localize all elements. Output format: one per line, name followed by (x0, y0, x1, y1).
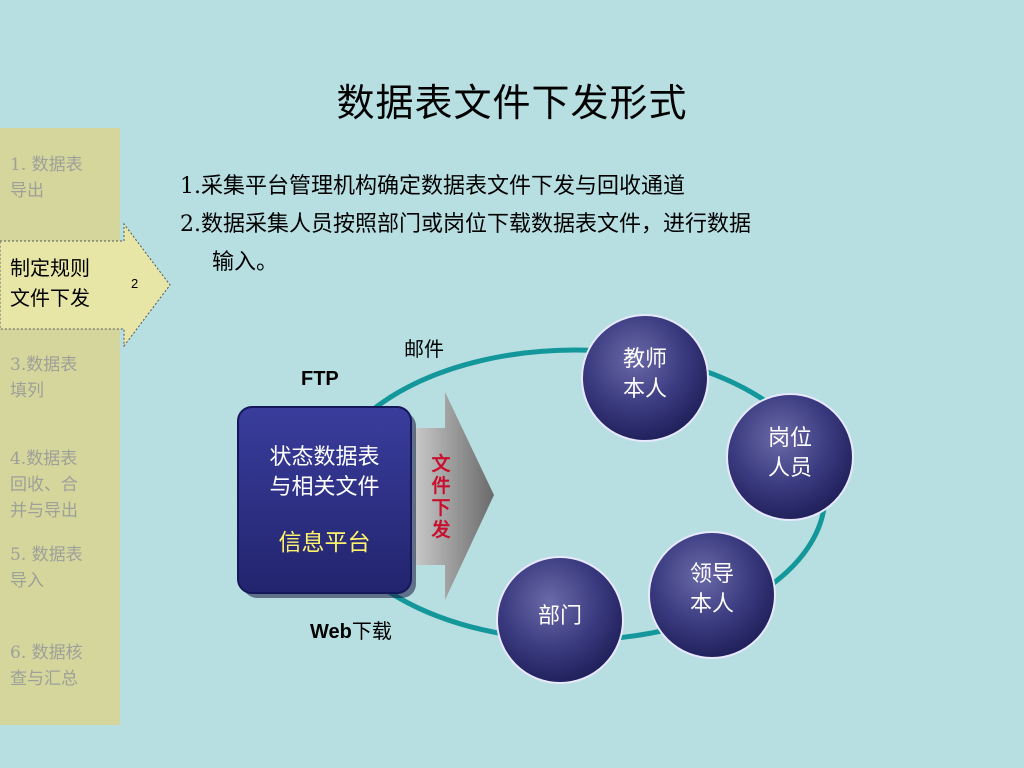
teacher-circle-text: 教师 本人 (580, 345, 710, 405)
sidebar-item-label: 导入 (10, 571, 44, 591)
circle-line: 本人 (689, 592, 734, 617)
distribute-arrow-label: 文 件 下 发 (430, 453, 452, 541)
bullet-item-continuation: 输入。 (212, 250, 279, 275)
leader-circle-text: 领导 本人 (647, 560, 777, 620)
circle-line: 部门 (537, 604, 582, 629)
leader-circle (648, 531, 776, 659)
sidebar-item-label: 制定规则 (10, 256, 90, 280)
sidebar-item-label: 6. 数据核 (10, 643, 83, 663)
sidebar-item-collect[interactable]: 4.数据表 回收、合 并与导出 (10, 446, 114, 524)
sidebar-item-import[interactable]: 5. 数据表 导入 (10, 542, 114, 594)
sidebar-item-label: 回收、合 (10, 475, 78, 495)
info-platform-box (237, 406, 412, 594)
web-download-label: Web下载 (310, 615, 392, 644)
arrow-char: 件 (431, 475, 451, 497)
sidebar-item-label: 填列 (10, 381, 44, 401)
box-line: 与相关文件 (269, 475, 380, 500)
circle-line: 岗位 (767, 426, 812, 451)
distribute-arrow-shape (415, 392, 494, 600)
teacher-circle (581, 314, 709, 442)
bullet-list: 1.采集平台管理机构确定数据表文件下发与回收通道 2.数据采集人员按照部门或岗位… (180, 168, 940, 282)
department-circle (496, 556, 624, 684)
mail-label: 邮件 (404, 337, 444, 361)
post-staff-circle-text: 岗位 人员 (725, 424, 855, 484)
arrow-char: 文 (431, 453, 451, 475)
bullet-item: 1.采集平台管理机构确定数据表文件下发与回收通道 (180, 174, 685, 199)
web-label: Web (310, 621, 352, 643)
sidebar-nav (0, 128, 120, 725)
sidebar-item-label: 查与汇总 (10, 669, 78, 689)
circle-line: 领导 (689, 562, 734, 587)
circle-line: 人员 (767, 456, 812, 481)
ftp-label: FTP (301, 368, 339, 390)
arrow-char: 下 (431, 497, 451, 519)
circle-line: 教师 (622, 347, 667, 372)
sidebar-item-label: 5. 数据表 (10, 545, 83, 565)
sidebar-page-number: 2 (131, 276, 139, 291)
sidebar-item-distribute[interactable]: 制定规则 文件下发 (10, 253, 120, 313)
sidebar-item-label: 并与导出 (10, 501, 78, 521)
sidebar-item-fill[interactable]: 3.数据表 填列 (10, 352, 114, 404)
arrow-char: 发 (431, 519, 451, 541)
sidebar-item-label: 1. 数据表 (10, 155, 83, 175)
post-staff-circle (726, 393, 854, 521)
bullet-item: 2.数据采集人员按照部门或岗位下载数据表文件，进行数据 (180, 212, 751, 237)
box-line: 状态数据表 (269, 445, 380, 470)
slide-title: 数据表文件下发形式 (336, 81, 688, 125)
sidebar-item-check[interactable]: 6. 数据核 查与汇总 (10, 640, 114, 692)
sidebar-item-label: 导出 (10, 181, 44, 201)
sidebar-item-export[interactable]: 1. 数据表 导出 (10, 152, 114, 204)
info-platform-box-text: 状态数据表 与相关文件 (238, 443, 411, 503)
sidebar-active-shape[interactable] (0, 222, 171, 348)
sidebar-item-label: 4.数据表 (10, 449, 78, 469)
info-platform-label: 信息平台 (278, 530, 371, 556)
circle-line: 本人 (622, 377, 667, 402)
department-circle-text: 部门 (495, 602, 625, 632)
sidebar-item-label: 3.数据表 (10, 355, 78, 375)
download-label: 下载 (351, 619, 392, 643)
sidebar-item-label: 文件下发 (10, 286, 90, 310)
